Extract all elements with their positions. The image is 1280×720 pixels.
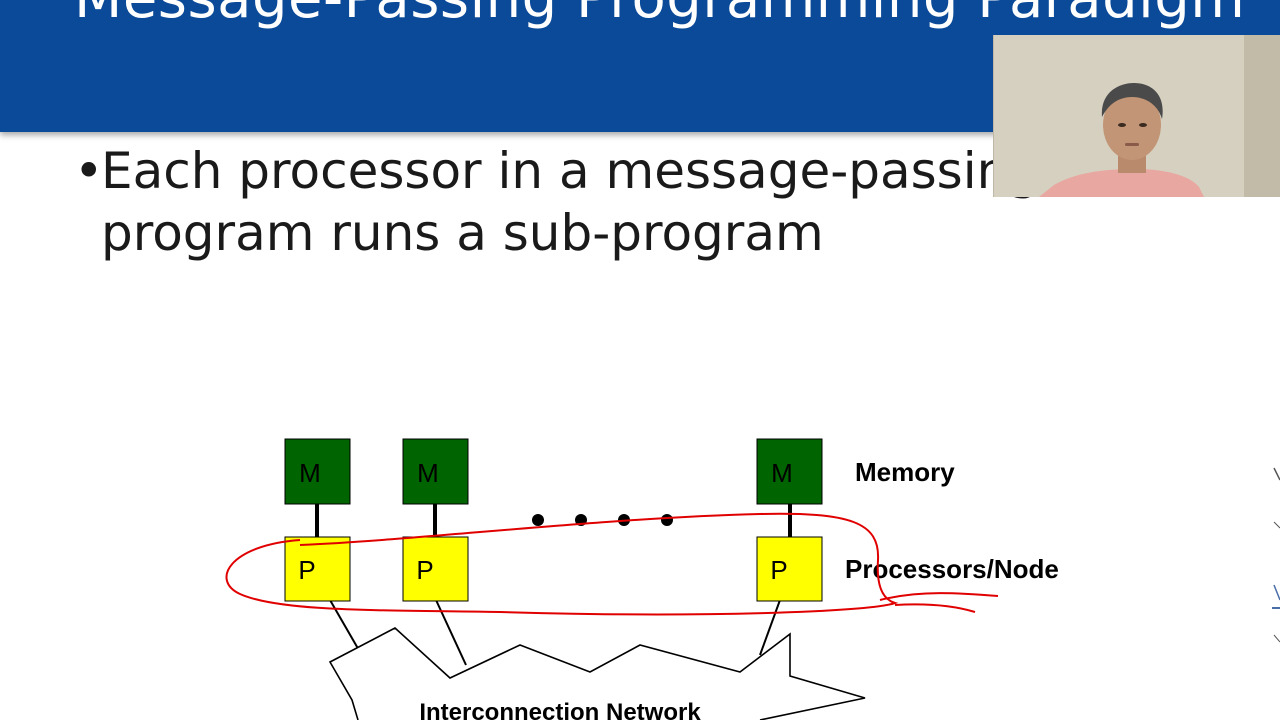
bullet-dot: • — [74, 142, 104, 200]
svg-text:P: P — [298, 555, 315, 585]
memory-box: M — [756, 438, 823, 505]
bullet-text-line1: Each processor in a message-passing — [101, 142, 1041, 200]
ellipsis-dots — [532, 514, 673, 526]
processor-box: P — [756, 536, 823, 602]
annotation-highlight — [225, 512, 899, 616]
network-link — [759, 599, 781, 656]
edge-marks — [1272, 467, 1280, 643]
presenter-video-icon — [994, 35, 1280, 197]
bullet-text-line2: program runs a sub-program — [101, 204, 824, 262]
annotation-stroke — [879, 592, 999, 601]
processor-box: P — [402, 536, 469, 602]
memory-box: M — [284, 438, 351, 505]
svg-text:P: P — [416, 555, 433, 585]
svg-text:M: M — [771, 458, 793, 488]
processors-label: Processors/Node — [845, 554, 1059, 584]
network-link — [435, 599, 467, 666]
network-label: Interconnection Network — [419, 699, 701, 720]
presenter-webcam-overlay — [993, 35, 1280, 197]
memory-label: Memory — [855, 457, 955, 487]
processor-box: P — [284, 536, 351, 602]
interconnection-network-shape — [328, 627, 866, 720]
annotation-stroke — [894, 603, 976, 613]
memory-box: M — [402, 438, 469, 505]
svg-text:M: M — [417, 458, 439, 488]
slide-title: Message-Passing Programming Paradigm — [74, 0, 1245, 31]
svg-text:P: P — [770, 555, 787, 585]
svg-text:M: M — [299, 458, 321, 488]
